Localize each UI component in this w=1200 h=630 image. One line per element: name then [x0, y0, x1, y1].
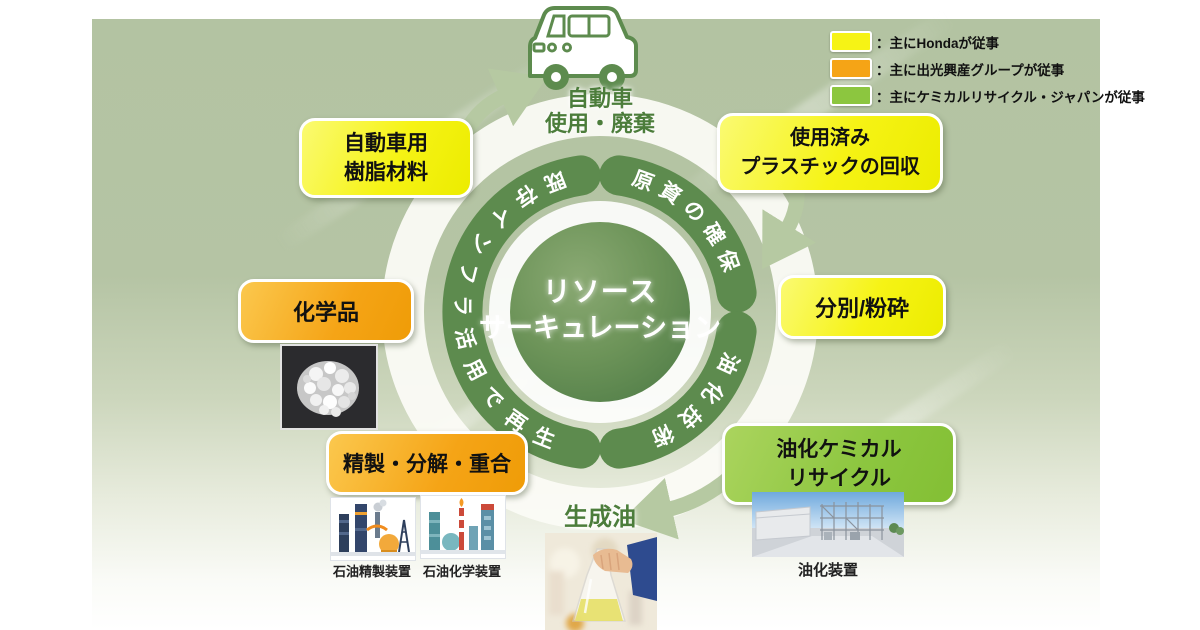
legend: ：主にHondaが従事 ：主に出光興産グループが従事 ：主にケミカルリサイクル・…: [830, 31, 1145, 112]
legend-row-crj: ：主にケミカルリサイクル・ジャパンが従事: [830, 85, 1145, 106]
resin-line1: 自動車用: [344, 131, 428, 155]
center-title-line1: リソース: [543, 276, 658, 307]
legend-row-idemitsu: ：主に出光興産グループが従事: [830, 58, 1145, 79]
caption-oil-plant: 油化装置: [797, 562, 858, 579]
label-refine-decompose-polymerize: 精製・分解・重合: [326, 431, 528, 495]
caption-refinery: 石油精製装置: [332, 564, 411, 579]
produced-oil-photo: [545, 533, 657, 630]
collect-line1: 使用済み: [790, 127, 870, 149]
resin-line2: 樹脂材料: [344, 161, 428, 184]
circulation-diagram: 既存インフラ活用で再生 原資の確保 油化技術 リソース サーキュレーション: [382, 68, 818, 540]
stage-car-use: 自動車 使用・廃棄: [510, 86, 690, 137]
legend-row-honda: ：主にHondaが従事: [830, 31, 1145, 52]
idemitsu-color-swatch: [830, 58, 872, 79]
oil-plant-photo: [752, 492, 904, 557]
petrochemical-illustration: [420, 495, 506, 559]
label-sorting-crushing: 分別/粉砕: [778, 275, 946, 339]
center-title-line2: サーキュレーション: [479, 313, 721, 343]
arc-top-right: [599, 155, 757, 313]
resin-pellets-photo: [280, 344, 378, 430]
honda-color-swatch: [830, 31, 872, 52]
label-chemicals: 化学品: [238, 279, 414, 343]
car-use-line2: 使用・廃棄: [544, 111, 655, 137]
oilify-line2: リサイクル: [787, 467, 891, 490]
stage-produced-oil: 生成油: [564, 504, 636, 531]
label-used-plastic-collection: 使用済み プラスチックの回収: [717, 113, 943, 193]
crj-color-swatch: [830, 85, 872, 106]
center-circle: [510, 222, 690, 402]
caption-petrochemical: 石油化学装置: [422, 564, 501, 579]
car-use-line1: 自動車: [566, 86, 633, 111]
legend-label-crj: ：主にケミカルリサイクル・ジャパンが従事: [876, 89, 1145, 105]
legend-label-honda: ：主にHondaが従事: [876, 35, 999, 51]
refinery-illustration: [330, 497, 416, 561]
arc-left: [442, 155, 601, 469]
car-icon: [528, 6, 638, 90]
arc-bottom-right: [599, 311, 757, 469]
collect-line2: プラスチックの回収: [740, 156, 920, 178]
oilify-line1: 油化ケミカル: [776, 437, 902, 461]
label-auto-resin-material: 自動車用 樹脂材料: [299, 118, 473, 198]
legend-label-idemitsu: ：主に出光興産グループが従事: [876, 62, 1065, 78]
label-oilification-chemical-recycle: 油化ケミカル リサイクル: [722, 423, 956, 505]
